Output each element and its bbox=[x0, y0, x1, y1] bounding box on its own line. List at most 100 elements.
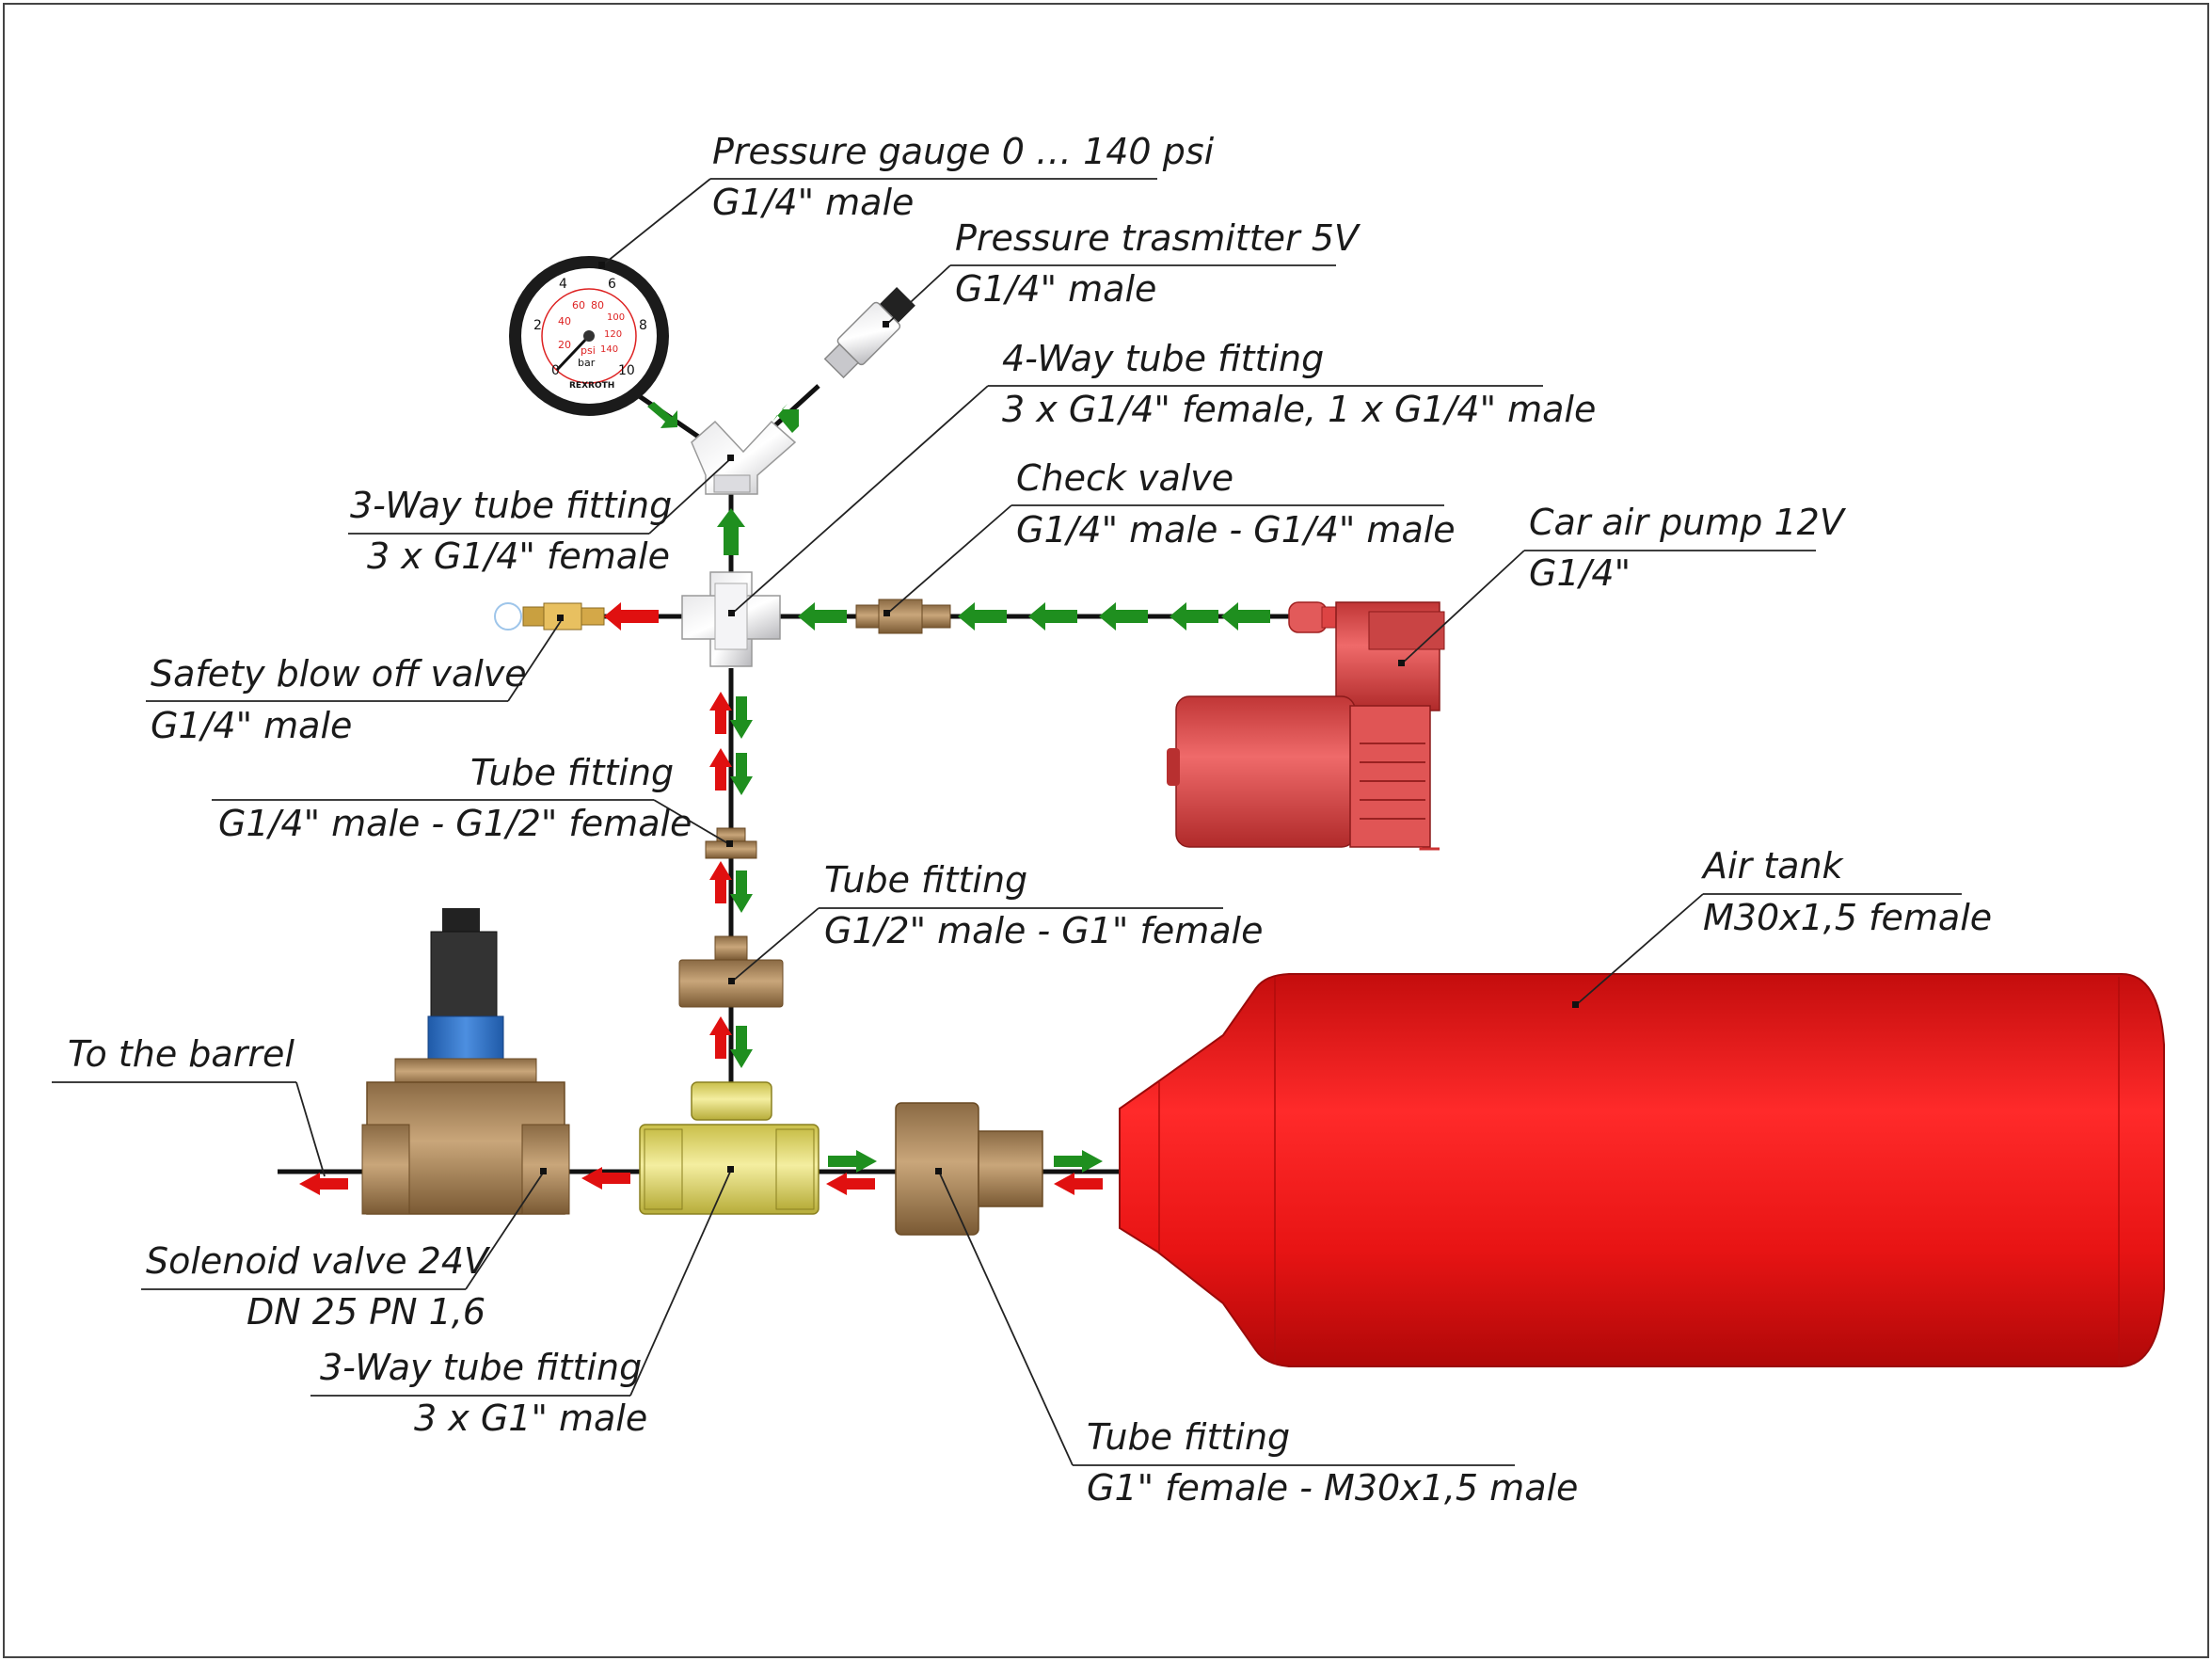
flow-arrow-to-gauge bbox=[647, 402, 677, 428]
check-valve-inlet bbox=[855, 604, 880, 629]
flow-arrow-v-red-3 bbox=[709, 861, 732, 903]
flow-arrow-up-1 bbox=[717, 508, 745, 555]
gauge-brand: REXROTH bbox=[569, 381, 614, 391]
gauge-psi-40: 40 bbox=[558, 315, 571, 327]
pump-cylinder-top bbox=[1368, 611, 1445, 650]
flow-arrow-bottom-left bbox=[581, 1167, 630, 1190]
car-air-pump bbox=[1167, 601, 1445, 851]
label-tube3-title: Tube fitting bbox=[1087, 1416, 1290, 1458]
threeway-bottom-fitting bbox=[639, 1081, 820, 1215]
pump-motor-cap bbox=[1167, 748, 1180, 786]
transmitter-connector bbox=[879, 286, 915, 324]
pump-motor bbox=[1175, 695, 1356, 848]
threeway-bottom-top-port bbox=[691, 1081, 772, 1121]
label-tube1-sub: G1/4" male - G1/2" female bbox=[218, 803, 692, 844]
transmitter-thread bbox=[823, 343, 860, 379]
gauge-psi-60: 60 bbox=[572, 299, 585, 311]
label-check-sub: G1/4" male - G1/4" male bbox=[1016, 509, 1456, 551]
threeway-top-fitting bbox=[691, 420, 797, 495]
flow-arrow-pump-5 bbox=[1170, 602, 1218, 631]
tube-fitting-2 bbox=[678, 935, 784, 1008]
gauge-tick-10: 10 bbox=[618, 363, 635, 378]
label-tube3-sub: G1" female - M30x1,5 male bbox=[1087, 1467, 1578, 1509]
drawing-frame bbox=[3, 3, 2209, 1658]
gauge-psi-100: 100 bbox=[607, 312, 625, 323]
safety-valve bbox=[494, 602, 605, 631]
threeway-bottom-right-port bbox=[775, 1128, 815, 1210]
gauge-psi-80: 80 bbox=[591, 299, 604, 311]
leader-lines bbox=[52, 178, 1962, 1466]
label-tank-sub: M30x1,5 female bbox=[1703, 897, 1992, 938]
labels: Pressure gauge 0 … 140 psi G1/4" male Pr… bbox=[68, 131, 1992, 1509]
tube-fitting-2-thread bbox=[714, 935, 748, 961]
gauge-needle bbox=[555, 334, 591, 372]
threeway-top-port bbox=[713, 474, 751, 493]
label-threeway-top-sub: 3 x G1/4" female bbox=[367, 535, 670, 577]
pressure-gauge: 0 2 4 6 8 10 20 40 60 80 100 120 140 psi… bbox=[509, 256, 669, 416]
flow-arrow-v-red-2 bbox=[709, 748, 732, 791]
label-pump-sub: G1/4" bbox=[1529, 552, 1631, 594]
solenoid-connector bbox=[430, 931, 498, 1017]
label-pump-title: Car air pump 12V bbox=[1529, 502, 1847, 543]
air-tank bbox=[1119, 973, 2165, 1367]
flow-arrow-pump-6 bbox=[1221, 602, 1270, 631]
safety-valve-cap bbox=[522, 606, 545, 627]
label-tube2-sub: G1/2" male - G1" female bbox=[824, 910, 1263, 951]
label-safety-title: Safety blow off valve bbox=[151, 653, 527, 695]
flow-arrow-to-barrel bbox=[299, 1173, 348, 1195]
label-threeway-bottom-title: 3-Way tube fitting bbox=[320, 1347, 642, 1388]
label-safety-sub: G1/4" male bbox=[151, 705, 352, 746]
gauge-psi-120: 120 bbox=[604, 329, 622, 340]
fourway-fitting bbox=[681, 571, 781, 667]
label-transmitter-title: Pressure trasmitter 5V bbox=[955, 217, 1361, 259]
gauge-psi-140: 140 bbox=[600, 344, 618, 355]
label-tube2-title: Tube fitting bbox=[824, 859, 1027, 901]
label-gauge-title: Pressure gauge 0 … 140 psi bbox=[712, 131, 1215, 172]
tank-body bbox=[1119, 973, 2165, 1367]
flow-arrow-v-green-1 bbox=[730, 696, 753, 739]
label-gauge-sub: G1/4" male bbox=[712, 182, 914, 223]
gauge-psi-arc bbox=[541, 288, 637, 384]
flow-arrow-bottom-red-1 bbox=[826, 1173, 875, 1195]
gauge-tick-6: 6 bbox=[608, 277, 616, 292]
label-threeway-bottom-sub: 3 x G1" male bbox=[414, 1397, 647, 1439]
solenoid-valve bbox=[361, 908, 570, 1215]
flow-arrow-pump-2 bbox=[958, 602, 1007, 631]
gauge-hub bbox=[583, 330, 595, 342]
flow-arrow-to-safety bbox=[604, 602, 659, 631]
flow-arrow-bottom-green-2 bbox=[1054, 1150, 1103, 1173]
safety-valve-thread bbox=[581, 607, 605, 626]
tube-fitting-3 bbox=[895, 1102, 1043, 1236]
label-tube1-title: Tube fitting bbox=[470, 752, 674, 793]
gauge-unit-psi: psi bbox=[581, 344, 596, 357]
label-check-title: Check valve bbox=[1016, 457, 1233, 499]
threeway-bottom-left-port bbox=[644, 1128, 683, 1210]
pump-foot bbox=[1419, 847, 1440, 851]
flow-arrow-v-green-4 bbox=[730, 1026, 753, 1068]
flow-arrow-v-green-2 bbox=[730, 753, 753, 795]
flow-arrow-pump-1 bbox=[798, 602, 847, 631]
gauge-tick-2: 2 bbox=[533, 318, 542, 333]
flow-arrow-v-red-1 bbox=[709, 692, 732, 734]
gauge-tick-0: 0 bbox=[551, 363, 560, 378]
check-valve-outlet bbox=[921, 604, 951, 629]
tube-fitting-1 bbox=[705, 827, 757, 859]
flow-arrow-to-transmitter bbox=[772, 404, 799, 433]
flow-arrow-pump-3 bbox=[1028, 602, 1077, 631]
label-tank-title: Air tank bbox=[1700, 845, 1845, 886]
safety-valve-ring bbox=[494, 602, 522, 631]
solenoid-coil bbox=[427, 1015, 504, 1060]
pressure-transmitter bbox=[823, 286, 915, 379]
label-threeway-top-title: 3-Way tube fitting bbox=[350, 485, 672, 526]
label-transmitter-sub: G1/4" male bbox=[955, 268, 1156, 310]
gauge-unit-bar: bar bbox=[578, 357, 596, 369]
pump-inlet bbox=[1288, 601, 1328, 633]
check-valve bbox=[855, 599, 951, 634]
tube-fitting-3-stem bbox=[978, 1130, 1043, 1207]
gauge-tick-4: 4 bbox=[559, 277, 567, 292]
flow-arrow-bottom-green-1 bbox=[828, 1150, 877, 1173]
flow-arrows bbox=[299, 402, 1270, 1195]
gauge-psi-20: 20 bbox=[558, 339, 571, 351]
